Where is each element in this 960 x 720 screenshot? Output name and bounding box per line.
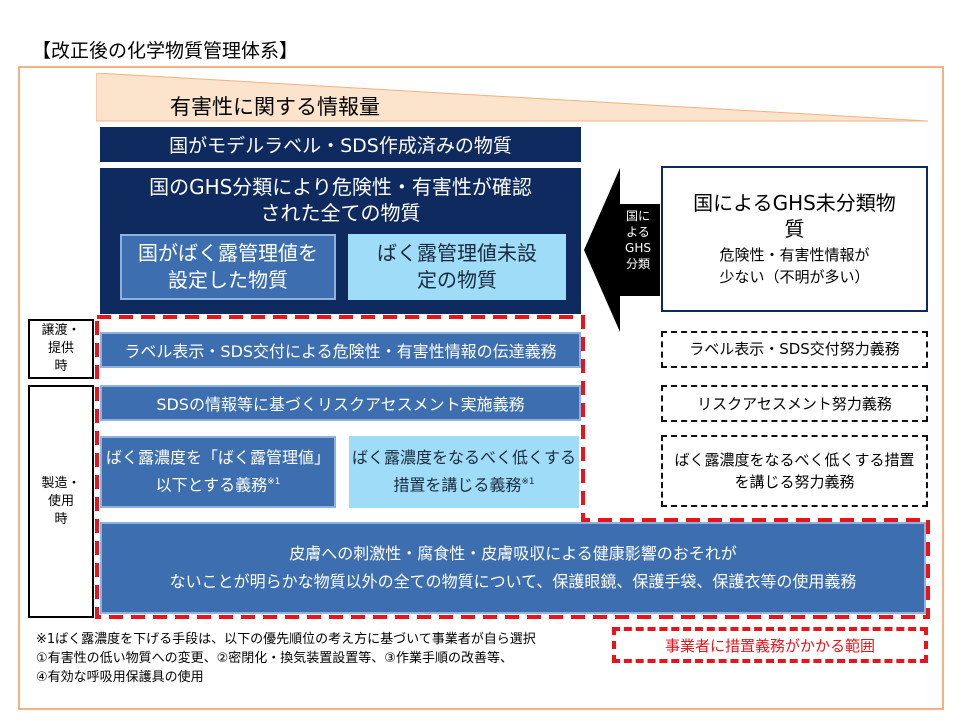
ghs-heading-line2: された全ての物質 — [260, 201, 421, 225]
unclassified-title-line1: 国によるGHS未分類物 — [693, 191, 896, 215]
info-bar-label: 有害性に関する情報量 — [170, 95, 380, 119]
obligation-scope-legend: 事業者に措置義務がかかる範囲 — [612, 627, 928, 663]
no-exposure-limit-box: ばく露管理値未設 定の物質 — [348, 234, 566, 300]
unclassified-sub-line2: 少ない（不明が多い） — [719, 268, 870, 286]
protective-gear-box: 皮膚への刺激性・腐食性・皮膚吸収による健康影響のおそれが ないことが明らかな物質… — [100, 522, 926, 614]
unclassified-title-line2: 質 — [784, 217, 805, 241]
arrow-label: 国に よる GHS 分類 — [625, 209, 651, 271]
side-label-transfer: 譲渡・ 提供 時 — [28, 319, 94, 379]
page-title: 【改正後の化学物質管理体系】 — [32, 40, 299, 62]
unclassified-box: 国によるGHS未分類物 質 危険性・有害性情報が 少ない（不明が多い） — [661, 166, 928, 312]
ghs-heading-line1: 国のGHS分類により危険性・有害性が確認 — [149, 175, 532, 199]
reduce-effort-box: ばく露濃度をなるべく低くする措置 を講じる努力義務 — [661, 435, 928, 507]
exposure-limit-set-box: 国がばく露管理値を 設定した物質 — [120, 234, 336, 300]
no-limit-line2: 定の物質 — [417, 268, 497, 292]
outer-frame — [18, 66, 944, 710]
exposure-duty-box: ばく露濃度を「ばく露管理値」 以下とする義務※1 — [100, 436, 336, 508]
unclassified-sub-line1: 危険性・有害性情報が — [719, 246, 870, 264]
exposure-limit-line1: 国がばく露管理値を — [138, 241, 318, 265]
ghs-classified-box: 国のGHS分類により危険性・有害性が確認 された全ての物質 国がばく露管理値を … — [100, 168, 581, 314]
model-label-text: 国がモデルラベル・SDS作成済みの物質 — [169, 135, 512, 157]
footnote-line3: ④有効な呼吸用保護具の使用 — [36, 670, 204, 685]
no-limit-line1: ばく露管理値未設 — [377, 241, 537, 265]
risk-duty-row: SDSの情報等に基づくリスクアセスメント実施義務 — [100, 385, 581, 421]
ghs-arrow — [584, 168, 660, 332]
model-label-box: 国がモデルラベル・SDS作成済みの物質 — [100, 127, 581, 162]
reduce-duty-box: ばく露濃度をなるべく低くする 措置を講じる義務※1 — [349, 436, 579, 508]
exposure-limit-line2: 設定した物質 — [168, 268, 288, 292]
footnote-line1: ※1ばく露濃度を下げる手段は、以下の優先順位の考え方に基づいて事業者が自ら選択 — [36, 632, 536, 647]
label-effort-box: ラベル表示・SDS交付努力義務 — [661, 331, 928, 368]
label-duty-row: ラベル表示・SDS交付による危険性・有害性情報の伝達義務 — [100, 332, 581, 368]
side-label-manufacture: 製造・ 使用 時 — [28, 385, 94, 618]
risk-effort-box: リスクアセスメント努力義務 — [661, 385, 928, 422]
footnotes: ※1ばく露濃度を下げる手段は、以下の優先順位の考え方に基づいて事業者が自ら選択 … — [36, 630, 536, 687]
info-wedge — [96, 73, 929, 122]
footnote-line2: ①有害性の低い物質への変更、②密閉化・換気装置設置等、③作業手順の改善等、 — [36, 651, 513, 666]
